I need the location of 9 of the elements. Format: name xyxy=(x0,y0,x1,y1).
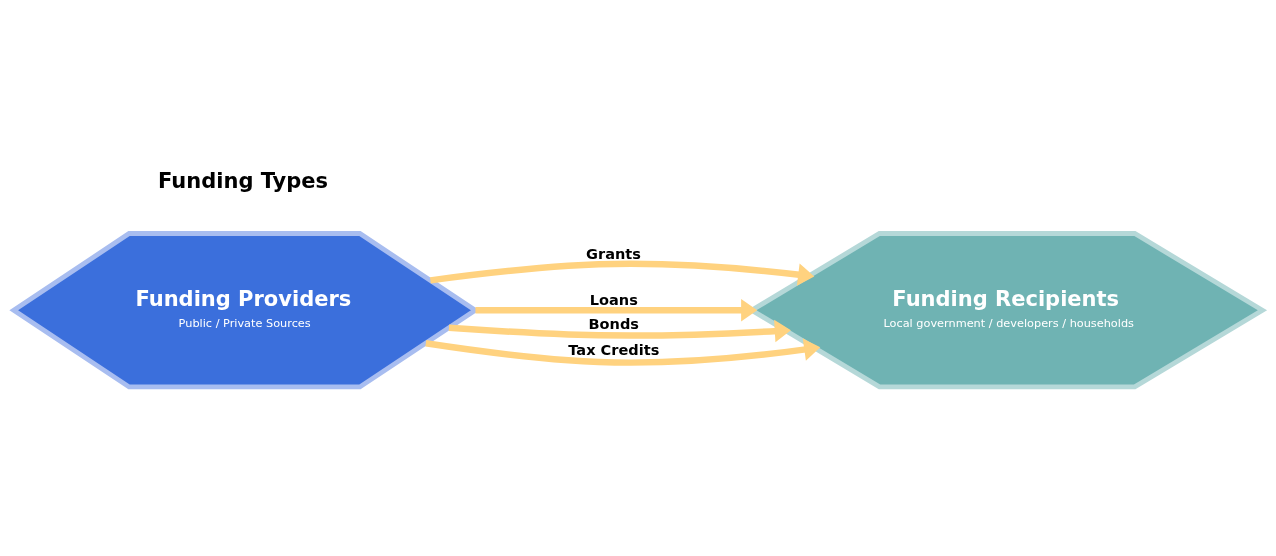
edge-label: Loans xyxy=(589,291,638,308)
arrow xyxy=(425,338,821,366)
arrow xyxy=(475,298,758,322)
edge-label: Grants xyxy=(586,245,641,262)
edge-label: Bonds xyxy=(588,316,640,333)
arrow xyxy=(430,260,815,286)
edge-label: Tax Credits xyxy=(568,342,660,358)
label: Funding Types xyxy=(158,169,329,194)
arrow xyxy=(448,319,791,343)
